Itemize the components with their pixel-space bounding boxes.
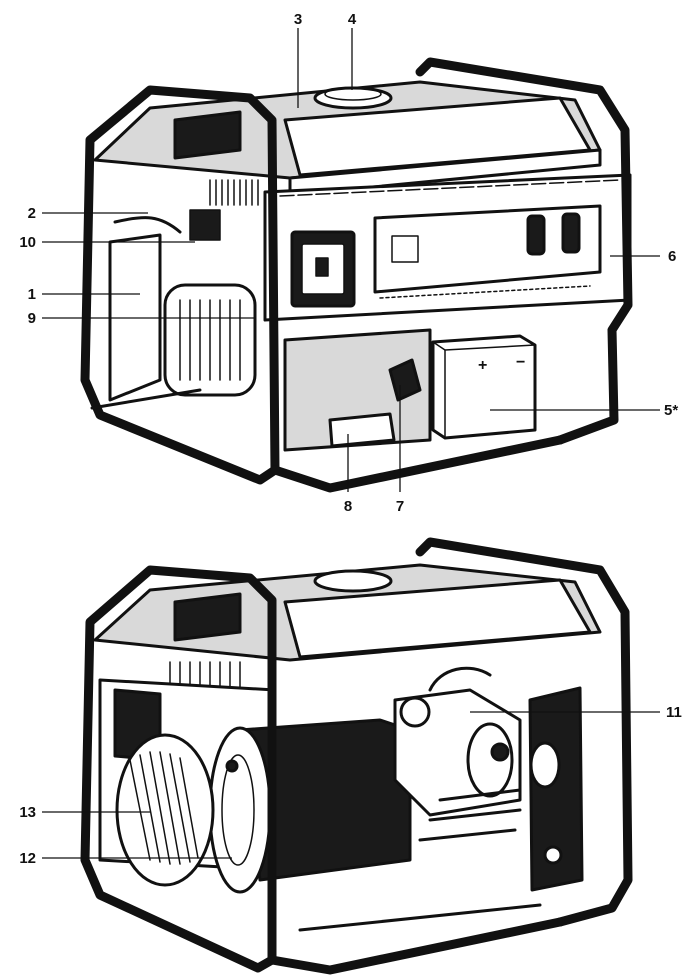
callout-13: 13 (19, 804, 36, 821)
fuel-cap-rear (313, 569, 393, 593)
oil-dipstick (388, 358, 422, 402)
callout-1: 1 (28, 286, 36, 303)
cooling-grille (209, 179, 259, 206)
frame-right (415, 57, 633, 445)
battery-minus-symbol: − (516, 354, 525, 371)
callout-8: 8 (344, 498, 352, 515)
callout-5: 5* (664, 402, 678, 419)
callout-9: 9 (28, 310, 36, 327)
fuel-gauge (173, 110, 242, 160)
callout-3: 3 (294, 11, 302, 28)
callout-7: 7 (396, 498, 404, 515)
frame-bottom-rear (267, 917, 565, 975)
callout-6: 6 (668, 248, 676, 265)
callouts-front: 3 4 2 10 1 9 6 5* 8 7 (19, 11, 678, 515)
callout-4: 4 (348, 11, 357, 28)
socket-2 (561, 212, 581, 254)
callout-2: 2 (28, 205, 36, 222)
choke-lever (189, 209, 221, 241)
frame-right-rear (415, 537, 633, 927)
fuel-gauge-rear (173, 592, 242, 642)
battery-plus-symbol: + (478, 357, 487, 374)
fan-cover (115, 733, 215, 887)
callout-10: 10 (19, 234, 36, 251)
callout-11: 11 (666, 704, 682, 721)
muffler (528, 686, 584, 892)
engine-lower (283, 328, 432, 452)
frame-bottom (270, 435, 565, 493)
socket-1 (526, 214, 546, 256)
callouts-rear: 11 13 12 (19, 704, 682, 867)
callout-12: 12 (19, 850, 36, 867)
spark-plug-cap (428, 666, 492, 692)
battery (431, 334, 537, 440)
fuel-cap (313, 86, 393, 110)
generator-front-view: + − (80, 57, 633, 493)
alternator-end-cap (208, 726, 272, 894)
oil-drain (328, 412, 396, 448)
generator-rear-view (80, 537, 633, 975)
